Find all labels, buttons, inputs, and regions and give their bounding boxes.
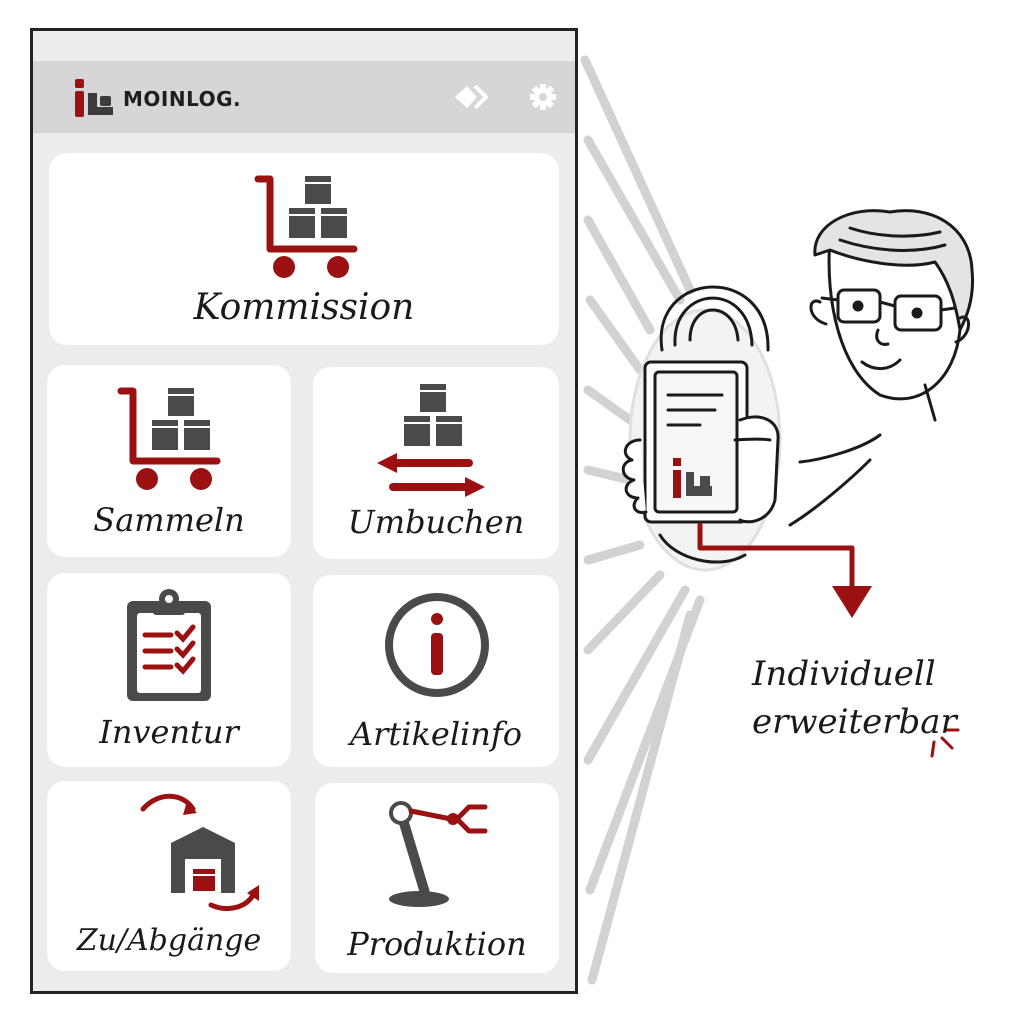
tile-artikelinfo[interactable]: Artikelinfo bbox=[313, 575, 559, 767]
forward-diamond-icon bbox=[455, 84, 488, 110]
tile-zu-abgaenge[interactable]: Zu/Abgänge bbox=[47, 781, 291, 971]
device-glow bbox=[628, 308, 782, 572]
annotation-line-1: Individuell bbox=[752, 654, 936, 694]
phone-frame: MOINLOG. bbox=[30, 28, 578, 994]
tile-label: Produktion bbox=[347, 925, 527, 963]
clipboard-check-icon bbox=[127, 589, 211, 701]
tile-inventur[interactable]: Inventur bbox=[47, 573, 291, 767]
tile-kommission[interactable]: Kommission bbox=[49, 153, 559, 345]
handheld-device bbox=[621, 285, 780, 564]
logo-text: MOINLOG. bbox=[123, 87, 242, 111]
tile-label: Umbuchen bbox=[347, 503, 525, 541]
app-logo: MOINLOG. bbox=[73, 79, 241, 119]
tile-produktion[interactable]: Produktion bbox=[315, 783, 559, 973]
settings-button[interactable] bbox=[523, 79, 563, 115]
tile-label: Zu/Abgänge bbox=[76, 923, 262, 958]
annotation-text: Individuell erweiterbar bbox=[752, 650, 982, 746]
tile-label: Kommission bbox=[193, 287, 415, 328]
tile-label: Artikelinfo bbox=[349, 715, 522, 753]
tile-umbuchen[interactable]: Umbuchen bbox=[313, 367, 559, 559]
ray-lines bbox=[580, 55, 705, 985]
forward-diamond-button[interactable] bbox=[451, 79, 491, 115]
tile-label: Sammeln bbox=[93, 501, 245, 539]
extension-arrow-icon bbox=[697, 522, 872, 618]
cart-boxes-icon bbox=[254, 174, 358, 278]
gear-icon bbox=[530, 84, 556, 110]
annotation-line-2: erweiterbar bbox=[752, 702, 957, 742]
warehouse-in-out-icon bbox=[140, 793, 259, 911]
app-header: MOINLOG. bbox=[33, 61, 575, 133]
transfer-boxes-icon bbox=[377, 382, 485, 497]
tile-sammeln[interactable]: Sammeln bbox=[47, 365, 291, 557]
cart-boxes-icon bbox=[117, 386, 221, 490]
device-logo-icon bbox=[673, 458, 712, 498]
moinlog-logo-icon bbox=[75, 79, 113, 117]
person-figure bbox=[788, 209, 975, 527]
robot-arm-icon bbox=[389, 801, 488, 907]
info-circle-icon bbox=[385, 593, 489, 697]
tile-label: Inventur bbox=[99, 713, 239, 751]
